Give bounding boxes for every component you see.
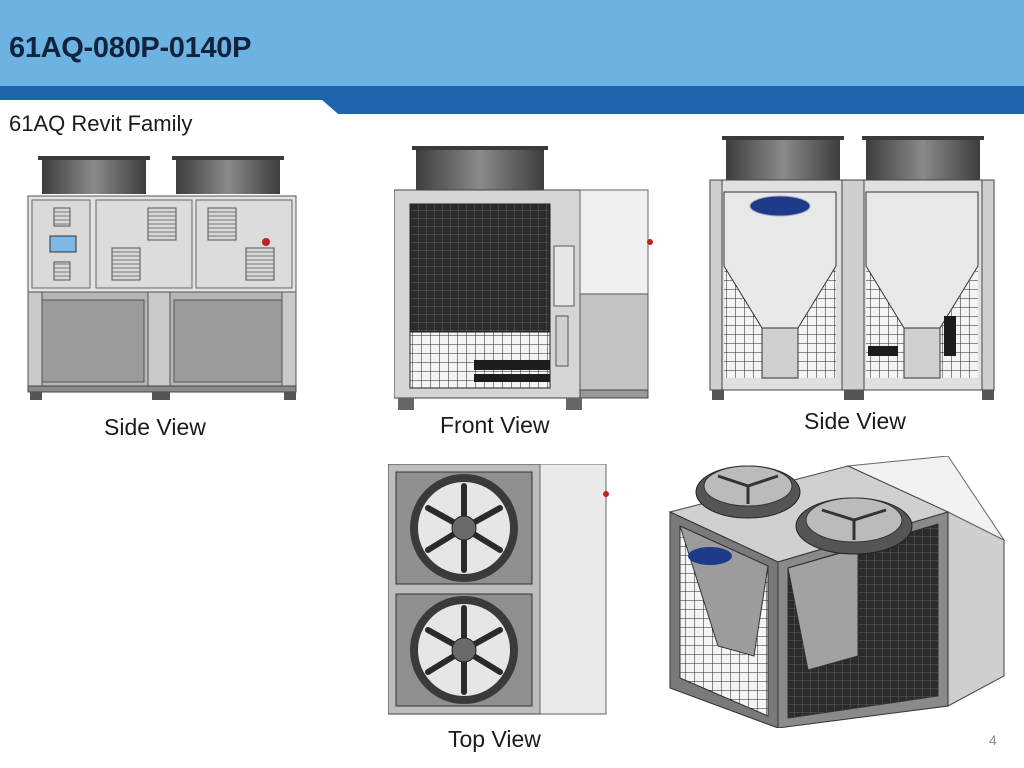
chiller-top-view-image [388, 464, 609, 715]
slide-title: 61AQ-080P-0140P [9, 32, 252, 64]
chiller-side-view-left-image [27, 156, 297, 400]
header-accent-band [0, 86, 1024, 114]
slide-subtitle: 61AQ Revit Family [9, 111, 193, 136]
caption-top-view: Top View [448, 726, 541, 752]
fan-top [395, 471, 533, 585]
chiller-side-view-right-image [709, 136, 995, 400]
fan-bottom [395, 593, 533, 707]
title-bar: 61AQ-080P-0140P [0, 0, 1024, 86]
caption-side-view-right: Side View [804, 408, 906, 434]
page-number: 4 [989, 732, 997, 748]
caption-side-view-left: Side View [104, 414, 206, 440]
chiller-isometric-view-image [668, 456, 1006, 728]
chiller-front-view-image [394, 146, 653, 410]
caption-front-view: Front View [440, 412, 550, 438]
